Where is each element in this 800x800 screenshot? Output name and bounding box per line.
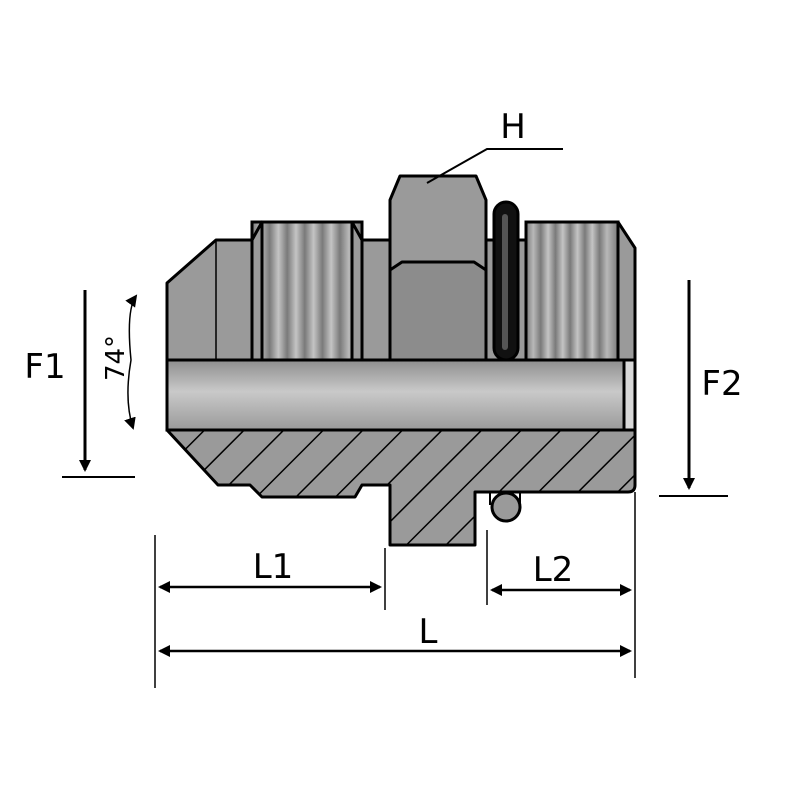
label-f2: F2 bbox=[701, 364, 742, 404]
fitting-upper-half bbox=[165, 174, 637, 362]
center-bore bbox=[165, 358, 632, 432]
left-thread-chamfer bbox=[250, 220, 264, 362]
fitting-section bbox=[165, 428, 637, 547]
label-h-group: H bbox=[426, 107, 563, 184]
neck-left bbox=[360, 238, 392, 362]
label-h: H bbox=[500, 107, 526, 147]
o-ring-section bbox=[490, 491, 522, 523]
angle-group: 74° bbox=[101, 294, 138, 430]
dim-l1-group: L1 bbox=[158, 547, 382, 593]
label-f2-group: F2 bbox=[659, 280, 743, 497]
dim-l-group: L bbox=[158, 612, 632, 657]
label-angle: 74° bbox=[101, 335, 131, 381]
flare-nose bbox=[165, 238, 254, 362]
o-ring-highlight bbox=[502, 214, 508, 350]
angle-arc bbox=[124, 294, 138, 430]
label-l: L bbox=[419, 612, 438, 652]
groove-cut bbox=[489, 492, 521, 505]
label-l1: L1 bbox=[253, 547, 294, 587]
dim-l2-group: L2 bbox=[490, 550, 632, 596]
h-leader bbox=[426, 148, 563, 184]
label-f1-group: F1 bbox=[24, 290, 135, 478]
label-f1: F1 bbox=[24, 347, 65, 387]
right-thread bbox=[524, 220, 620, 362]
hex-nut-face bbox=[388, 260, 488, 362]
label-l2: L2 bbox=[533, 550, 574, 590]
bore-end-cap bbox=[622, 358, 637, 432]
section-outline bbox=[165, 428, 637, 547]
left-thread bbox=[250, 220, 364, 362]
